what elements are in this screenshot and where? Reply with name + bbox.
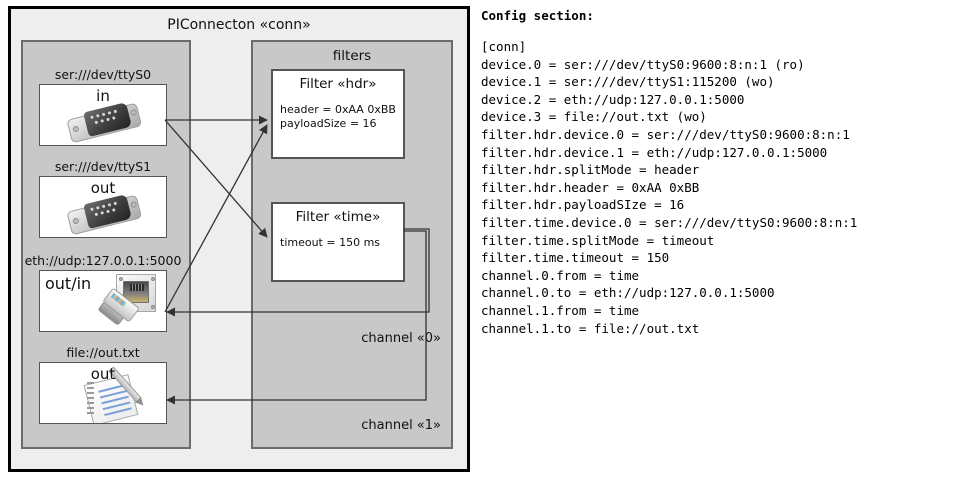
filter-hdr-props: header = 0xAA 0xBB payloadSize = 16: [280, 103, 403, 131]
device-direction-ser-ttys0: in: [96, 87, 110, 105]
devices-panel: ser:///dev/ttyS0 in: [21, 40, 191, 449]
filter-hdr-prop-header: header = 0xAA 0xBB: [280, 103, 396, 116]
notepad-pencil-icon: [40, 363, 166, 423]
device-box-ser-ttys0[interactable]: in: [39, 84, 167, 146]
device-direction-file-out: out: [90, 365, 116, 383]
filter-time-props: timeout = 150 ms: [280, 236, 403, 250]
device-box-file-out[interactable]: out: [39, 362, 167, 424]
channel-1-label: channel «1»: [361, 418, 441, 433]
device-label-eth-udp: eth://udp:127.0.0.1:5000: [24, 253, 182, 268]
filter-hdr-title: Filter «hdr»: [299, 76, 377, 92]
filter-hdr-prop-payloadsize: payloadSize = 16: [280, 117, 377, 130]
device-direction-eth-udp: out/in: [45, 274, 92, 293]
device-label-file-out: file://out.txt: [66, 345, 140, 360]
piconnector-diagram: PIConnecton «conn» ser:///dev/ttyS0 in: [8, 6, 470, 472]
filter-hdr-box[interactable]: Filter «hdr» header = 0xAA 0xBB payloadS…: [271, 69, 405, 159]
filter-time-title: Filter «time»: [295, 209, 381, 225]
config-heading: Config section:: [481, 8, 594, 23]
device-box-ser-ttys1[interactable]: out: [39, 176, 167, 238]
filters-panel-title: filters: [332, 48, 372, 64]
device-box-eth-udp[interactable]: out/in: [39, 270, 167, 332]
diagram-title: PIConnecton «conn»: [167, 17, 311, 33]
device-ser-ttys1[interactable]: ser:///dev/ttyS1 out: [39, 159, 167, 238]
device-eth-udp[interactable]: eth://udp:127.0.0.1:5000 out/in: [25, 253, 181, 332]
filters-panel: filters Filter «hdr» header = 0xAA 0xBB …: [251, 40, 453, 449]
device-label-ser-ttys0: ser:///dev/ttyS0: [54, 67, 152, 82]
channel-0-label: channel «0»: [361, 331, 441, 346]
device-ser-ttys0[interactable]: ser:///dev/ttyS0 in: [39, 67, 167, 146]
filter-time-prop-timeout: timeout = 150 ms: [280, 236, 381, 249]
device-file-out[interactable]: file://out.txt out: [39, 345, 167, 424]
config-body: [conn] device.0 = ser:///dev/ttyS0:9600:…: [481, 39, 858, 336]
config-section: Config section: [conn] device.0 = ser://…: [481, 8, 956, 337]
ethernet-jack-icon: [40, 271, 166, 331]
filter-time-box[interactable]: Filter «time» timeout = 150 ms: [271, 202, 405, 282]
device-label-ser-ttys1: ser:///dev/ttyS1: [54, 159, 152, 174]
device-direction-ser-ttys1: out: [90, 179, 116, 197]
